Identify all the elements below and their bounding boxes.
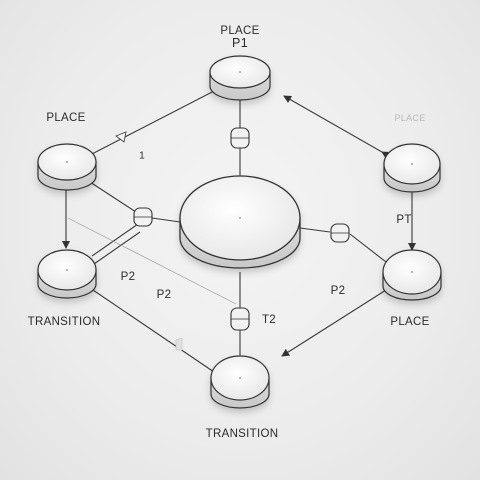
place-right-lower xyxy=(382,249,442,301)
p2-left-inner-label: P2 xyxy=(120,271,136,283)
edge-topplace-leftplace xyxy=(89,89,217,156)
bar-top xyxy=(230,127,250,149)
transition-bottom-label: TRANSITION xyxy=(205,428,279,440)
top-place-label-line2: P1 xyxy=(232,36,248,50)
left-place-label: PLACE xyxy=(46,112,86,124)
transition-bottom-node xyxy=(210,355,270,409)
arrowhead-mark xyxy=(115,131,127,143)
place-top xyxy=(209,55,271,101)
edge-leftplace-leftbar xyxy=(89,181,137,213)
left-token-mark: 1 xyxy=(139,150,145,162)
edge-center-rightbar xyxy=(299,227,331,233)
transition-left-label: TRANSITION xyxy=(27,316,101,328)
edge-rightbar-rightplace xyxy=(349,233,387,263)
place-right-upper xyxy=(383,143,441,193)
right-place-faint-label: PLACE xyxy=(394,113,426,123)
bar-t2 xyxy=(230,307,250,331)
edge-transition-bottom xyxy=(89,287,215,373)
edge-leftbar-transition-b xyxy=(93,231,141,265)
place-left xyxy=(37,143,97,191)
p2-left-label: P2 xyxy=(156,289,172,301)
bar-right xyxy=(330,223,350,243)
edge-leftbar-center xyxy=(151,217,181,223)
p2-right-label: P2 xyxy=(330,285,346,297)
edge-rightplace-topplace xyxy=(283,95,391,159)
transition-left-node xyxy=(37,249,97,299)
faint-token-mark xyxy=(175,337,183,351)
place-right-label: PLACE xyxy=(390,316,430,328)
bar-left xyxy=(133,207,153,227)
edge-leftbar-transition-a xyxy=(91,223,139,257)
right-pt-label: PT xyxy=(396,214,412,226)
edge-diag-faint xyxy=(67,217,237,305)
top-place-label-line1: PLACE xyxy=(220,25,260,37)
edge-rightplace-bottom xyxy=(281,289,387,357)
t2-label: T2 xyxy=(261,314,277,326)
center-place xyxy=(179,175,301,269)
